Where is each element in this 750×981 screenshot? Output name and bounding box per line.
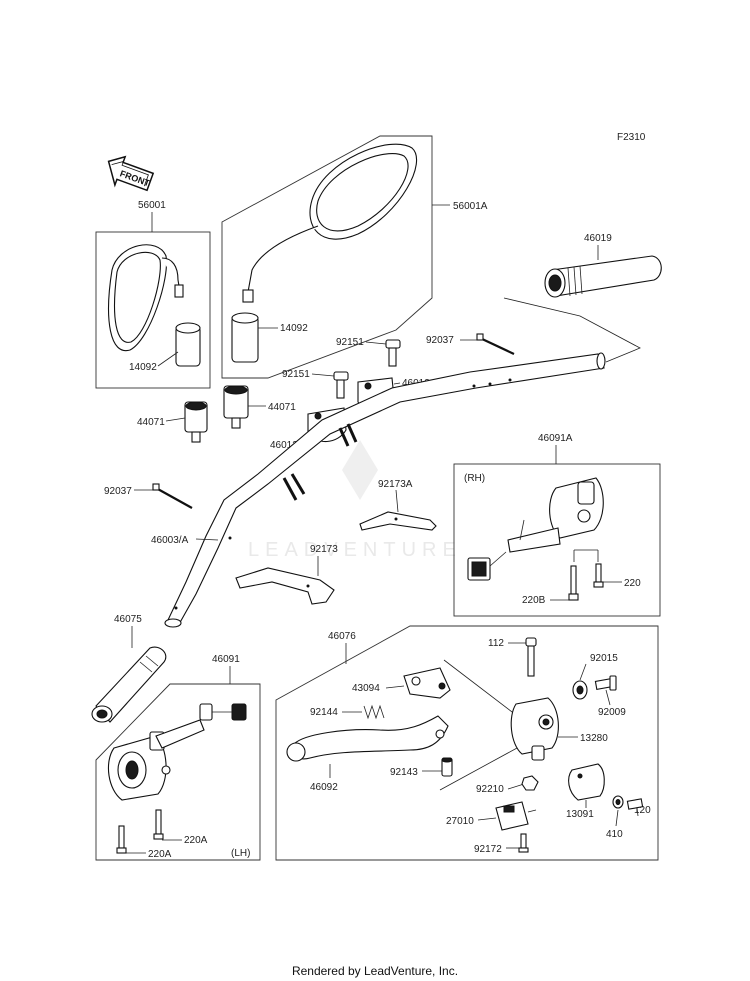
label-46091: 46091 xyxy=(212,654,240,665)
bracket-92173 xyxy=(235,567,335,605)
label-92037-upper: 92037 xyxy=(426,335,454,346)
label-46075: 46075 xyxy=(114,614,142,625)
mirror-56001A xyxy=(242,143,418,303)
bolt-112 xyxy=(525,637,537,677)
grip-46019 xyxy=(544,255,662,298)
cover-14092-right xyxy=(231,312,259,363)
label-92173A: 92173A xyxy=(378,479,413,490)
cable-tie-92037-lower xyxy=(152,483,193,509)
label-92037-lower: 92037 xyxy=(104,486,132,497)
screw-92172 xyxy=(518,833,529,853)
label-112: 112 xyxy=(488,638,504,649)
label-92151-lower: 92151 xyxy=(282,369,310,380)
bolt-92151-lower xyxy=(333,371,349,399)
label-56001A: 56001A xyxy=(453,201,488,212)
rh-switch-box xyxy=(453,463,661,617)
holder-13280 xyxy=(510,697,559,761)
label-46091A: 46091A xyxy=(538,433,573,444)
label-14092-left: 14092 xyxy=(129,362,157,373)
cover-14092-left xyxy=(175,322,201,367)
mirror-56001 xyxy=(108,244,184,352)
label-92144: 92144 xyxy=(310,707,338,718)
spring-92144 xyxy=(363,704,385,720)
label-220A-lower: 220A xyxy=(148,849,172,860)
screw-220A-upper xyxy=(153,809,164,840)
label-13091: 13091 xyxy=(566,809,594,820)
label-92015: 92015 xyxy=(590,653,618,664)
nut-92015 xyxy=(572,680,588,700)
label-92173: 92173 xyxy=(310,544,338,555)
collar-92143 xyxy=(441,757,453,777)
switch-27010 xyxy=(495,801,537,831)
footer-credit: Rendered by LeadVenture, Inc. xyxy=(291,964,459,978)
lever-46076-box xyxy=(275,625,659,861)
front-arrow-icon: FRONT xyxy=(107,155,155,192)
label-46012-left: 46012 xyxy=(270,440,298,451)
label-410: 410 xyxy=(606,829,623,840)
screw-220B xyxy=(568,565,579,601)
label-92210: 92210 xyxy=(476,784,504,795)
label-92009: 92009 xyxy=(598,707,626,718)
label-13280: 13280 xyxy=(580,733,608,744)
label-14092-right: 14092 xyxy=(280,323,308,334)
rh-tag: (RH) xyxy=(464,473,485,484)
clamp-13091 xyxy=(568,763,605,801)
washer-410 xyxy=(612,795,624,809)
label-27010: 27010 xyxy=(446,816,474,827)
figure-code: F2310 xyxy=(617,132,646,143)
screw-220-rh xyxy=(593,563,604,588)
label-220A-upper: 220A xyxy=(184,835,208,846)
bolt-92151-upper xyxy=(385,339,401,367)
bolt-120 xyxy=(626,798,644,810)
lh-switch-box xyxy=(95,683,261,861)
lh-tag: (LH) xyxy=(231,848,250,859)
switch-46091 xyxy=(107,703,247,801)
lever-46092 xyxy=(286,715,449,762)
nut-92210 xyxy=(521,775,539,791)
label-220B: 220B xyxy=(522,595,546,606)
label-43094: 43094 xyxy=(352,683,380,694)
mirror-56001-box xyxy=(95,231,211,389)
screw-220A-lower xyxy=(116,825,127,854)
screw-92009 xyxy=(594,675,617,691)
label-44071-left: 44071 xyxy=(137,417,165,428)
label-44071-right: 44071 xyxy=(268,402,296,413)
label-46003A: 46003/A xyxy=(151,535,189,546)
label-46092: 46092 xyxy=(310,782,338,793)
grip-46075 xyxy=(91,646,167,723)
label-56001: 56001 xyxy=(138,200,166,211)
adapter-44071-left xyxy=(184,401,208,443)
switch-46091A xyxy=(467,477,604,581)
handlebar-46003 xyxy=(164,352,606,628)
cable-tie-92037-upper xyxy=(476,333,515,355)
adapter-44071-right xyxy=(223,385,249,429)
watermark-logo xyxy=(342,440,378,500)
bracket-92173A xyxy=(359,511,437,531)
label-46019: 46019 xyxy=(584,233,612,244)
mirror-56001A-box xyxy=(221,135,433,379)
label-92172: 92172 xyxy=(474,844,502,855)
label-92143: 92143 xyxy=(390,767,418,778)
label-46076: 46076 xyxy=(328,631,356,642)
lever-43094 xyxy=(403,667,451,699)
label-120: 120 xyxy=(634,805,651,816)
watermark-text: LEADVENTURE xyxy=(248,539,462,561)
label-220-rh: 220 xyxy=(624,578,641,589)
label-92151-upper: 92151 xyxy=(336,337,364,348)
